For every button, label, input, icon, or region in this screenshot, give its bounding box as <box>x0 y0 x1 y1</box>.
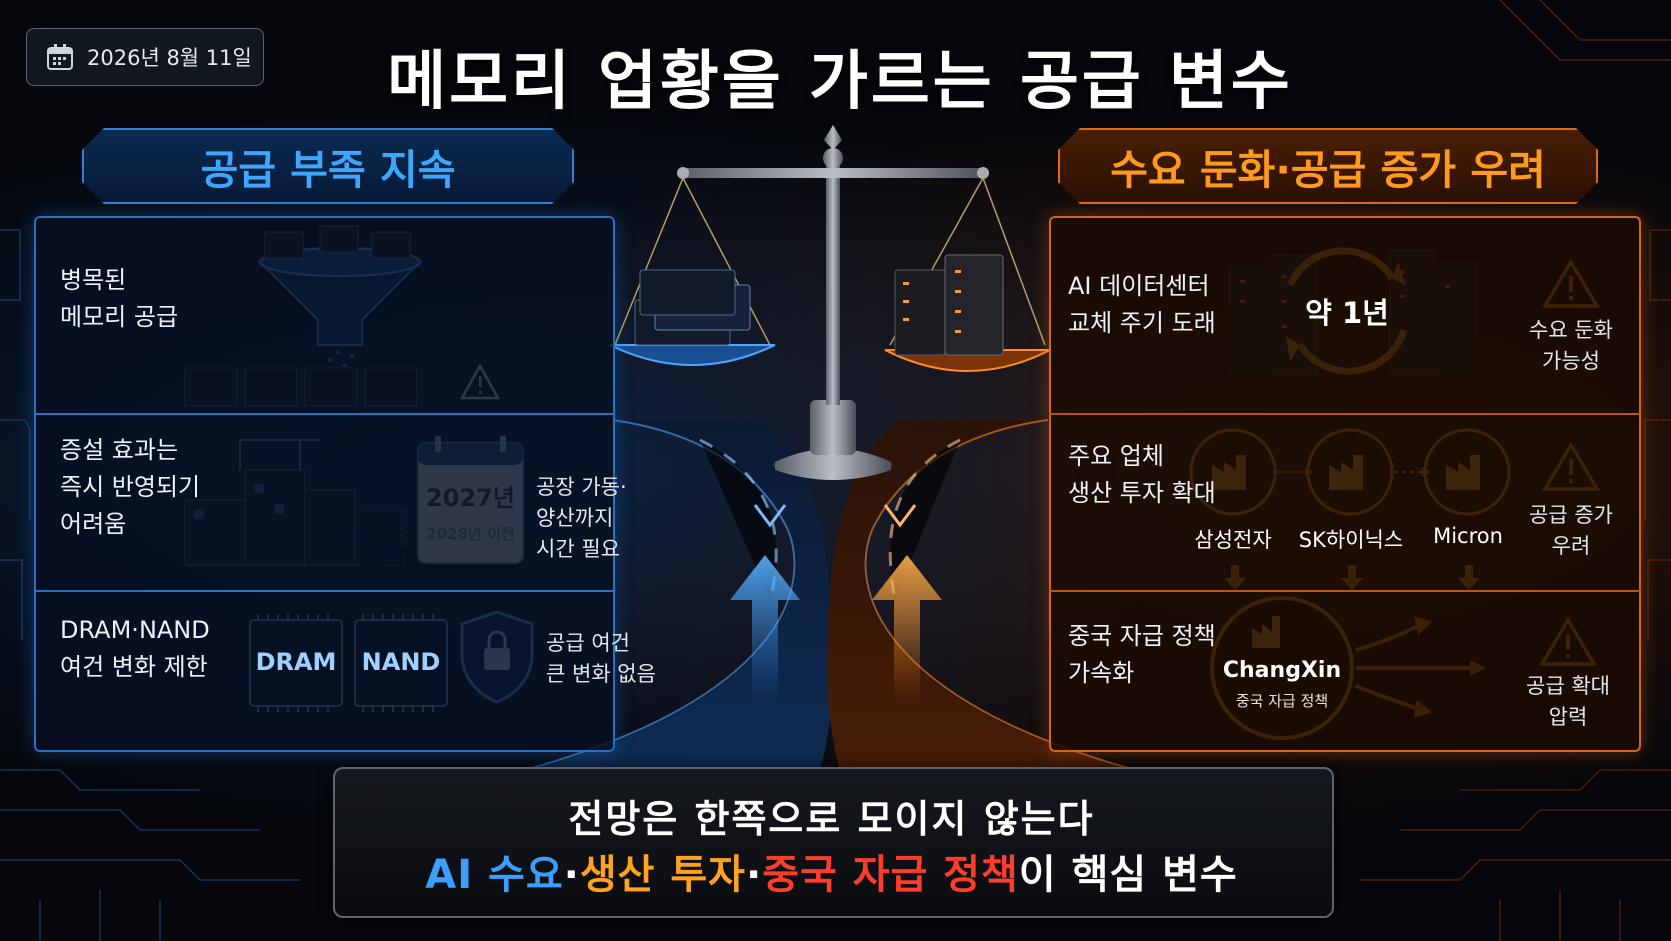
date-badge: 2026년 8월 11일 <box>26 28 264 86</box>
nand-chip-label: NAND <box>361 648 441 676</box>
left-row1-label: 병목된 메모리 공급 <box>60 266 179 331</box>
left-panel <box>34 216 615 752</box>
right-row1-label: AI 데이터센터 교체 주기 도래 <box>1068 272 1216 337</box>
left-row3-note: 공급 여건 큰 변화 없음 <box>546 631 656 686</box>
right-row1-warning: 수요 둔화 가능성 <box>1529 318 1613 373</box>
replacement-cycle: 약 1년 <box>1305 296 1389 330</box>
company-samsung: 삼성전자 <box>1194 528 1272 552</box>
circuit-lines-right <box>1360 0 1671 941</box>
page-title: 메모리 업황을 가르는 공급 변수 <box>387 45 1293 119</box>
right-divider <box>1049 413 1641 415</box>
date-text: 2026년 8월 11일 <box>87 46 252 70</box>
calendar-subtext: 2028년 이전 <box>426 525 515 543</box>
left-divider <box>34 590 615 592</box>
balance-scale <box>609 125 1051 480</box>
conclusion-line1: 전망은 한쪽으로 모이지 않는다 <box>568 797 1095 841</box>
dram-chip-label: DRAM <box>255 648 337 676</box>
calendar-small-icon <box>47 44 73 70</box>
blue-road-arrow <box>730 555 800 700</box>
circuit-lines-left <box>0 229 300 941</box>
changxin-subtitle: 중국 자급 정책 <box>1235 692 1329 710</box>
left-row2-label: 증설 효과는 즉시 반영되기 어려움 <box>60 436 201 538</box>
changxin-title: ChangXin <box>1222 658 1342 683</box>
keyword-china-self-sufficiency: 중국 자급 정책 <box>762 852 1019 898</box>
right-divider <box>1049 590 1641 592</box>
left-row3-label: DRAM·NAND 여건 변화 제한 <box>60 616 210 681</box>
right-panel <box>1049 216 1641 752</box>
right-row3-label: 중국 자급 정책 가속화 <box>1068 622 1216 687</box>
left-row2-note: 공장 가동· 양산까지 시간 필요 <box>536 475 627 561</box>
right-row2-warning: 공급 증가 우려 <box>1529 503 1613 558</box>
keyword-production-investment: 생산 투자 <box>579 852 746 898</box>
orange-road-arrow <box>872 555 942 700</box>
left-divider <box>34 413 615 415</box>
right-row2-label: 주요 업체 생산 투자 확대 <box>1068 442 1216 507</box>
left-header: 공급 부족 지속 <box>82 128 574 204</box>
conclusion-box <box>333 767 1334 918</box>
conclusion-line2: AI 수요·생산 투자·중국 자급 정책이 핵심 변수 <box>425 852 1238 898</box>
right-header: 수요 둔화·공급 증가 우려 <box>1058 128 1598 204</box>
right-row3-warning: 공급 확대 압력 <box>1526 674 1610 729</box>
company-micron: Micron <box>1433 524 1503 548</box>
keyword-ai-demand: AI 수요 <box>425 852 564 898</box>
company-sk-hynix: SK하이닉스 <box>1298 528 1404 552</box>
calendar-year: 2027년 <box>426 484 515 512</box>
